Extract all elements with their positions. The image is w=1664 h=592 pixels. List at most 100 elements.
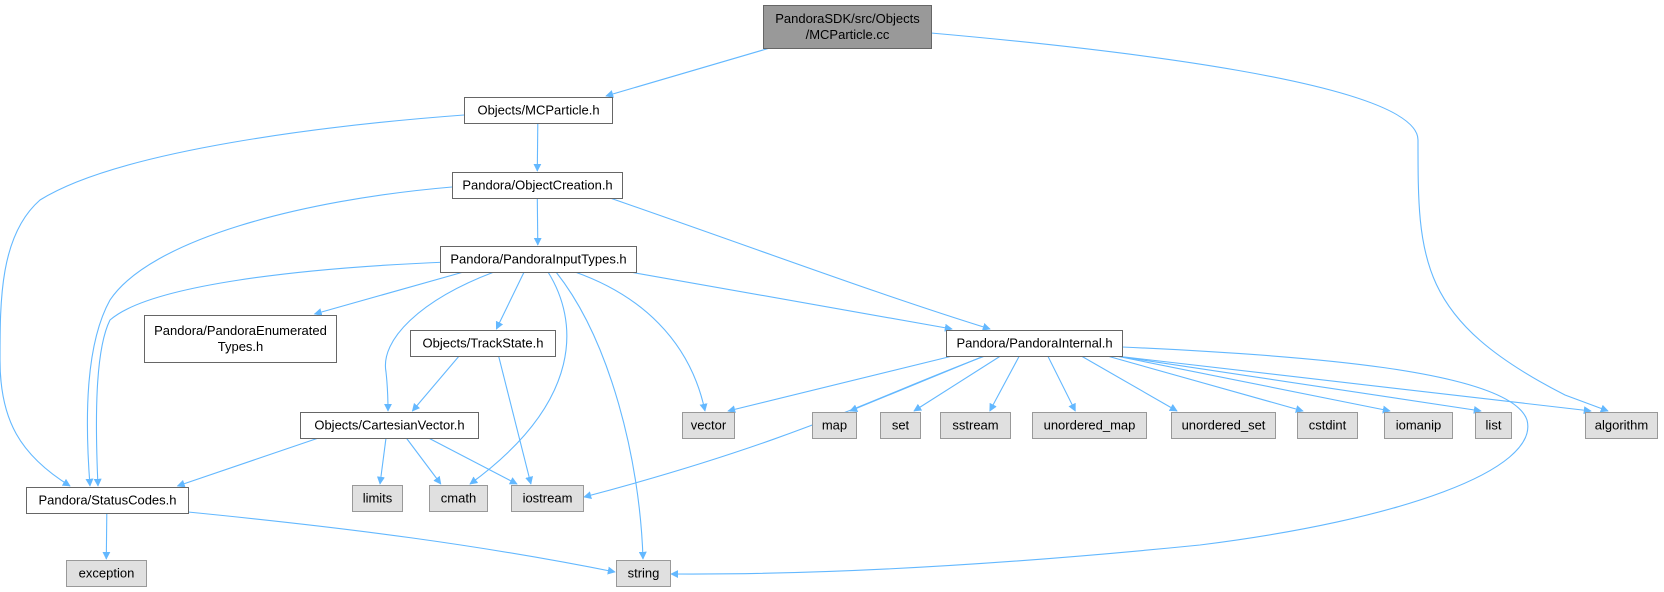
node-box: [682, 412, 735, 439]
node-box: [812, 412, 857, 439]
node-label: exception: [79, 566, 135, 581]
node-iostream[interactable]: iostream: [511, 485, 584, 512]
node-cmath[interactable]: cmath: [429, 485, 488, 512]
node-trackstate[interactable]: Objects/TrackState.h: [410, 330, 556, 357]
edge-inputtypes-to-enumtypes: [313, 271, 464, 316]
edge-cartesian-to-statuscodes: [176, 437, 319, 488]
node-cstdint[interactable]: cstdint: [1297, 412, 1358, 439]
node-mcparticle[interactable]: Objects/MCParticle.h: [464, 97, 613, 124]
node-objcreation[interactable]: Pandora/ObjectCreation.h: [452, 172, 623, 199]
node-box: [300, 412, 479, 439]
edge-internal-to-unordered_set: [1081, 355, 1178, 412]
edge-inputtypes-to-cartesian: [383, 271, 495, 412]
node-label: vector: [691, 418, 727, 433]
node-label: iomanip: [1396, 418, 1442, 433]
node-box: [410, 330, 556, 357]
node-inputtypes[interactable]: Pandora/PandoraInputTypes.h: [440, 246, 637, 273]
node-box: [1297, 412, 1358, 439]
edge-internal-to-vector: [727, 355, 953, 414]
node-label: algorithm: [1595, 418, 1648, 433]
node-root: PandoraSDK/src/Objects/MCParticle.cc: [763, 5, 932, 49]
node-box: [511, 485, 584, 512]
node-exception[interactable]: exception: [66, 560, 147, 587]
node-label: Pandora/PandoraInternal.h: [956, 336, 1112, 351]
node-box: [940, 412, 1011, 439]
node-list[interactable]: list: [1475, 412, 1512, 439]
node-label: unordered_set: [1182, 418, 1266, 433]
node-set[interactable]: set: [880, 412, 921, 439]
node-unordered-map[interactable]: unordered_map: [1032, 412, 1147, 439]
node-box: [1171, 412, 1276, 439]
edge-cartesian-to-cmath: [405, 437, 442, 485]
node-limits[interactable]: limits: [352, 485, 403, 512]
node-iomanip[interactable]: iomanip: [1384, 412, 1453, 439]
edge-root-to-mcparticle: [605, 47, 770, 98]
edge-trackstate-to-iostream: [498, 355, 534, 485]
node-label: Pandora/PandoraInputTypes.h: [450, 252, 626, 267]
node-label: string: [628, 566, 660, 581]
edge-internal-to-unordered_map: [1047, 355, 1076, 412]
edge-objcreation-to-internal: [609, 197, 991, 331]
node-sstream[interactable]: sstream: [940, 412, 1011, 439]
node-label: set: [892, 418, 910, 433]
edge-statuscodes-to-exception: [102, 512, 111, 560]
edge-inputtypes-to-internal: [629, 271, 953, 332]
node-label: Objects/TrackState.h: [423, 336, 544, 351]
edge-mcparticle-to-statuscodes: [0, 114, 465, 487]
node-box: [1032, 412, 1147, 439]
node-label: limits: [363, 491, 393, 506]
edge-statuscodes-to-string: [187, 511, 616, 575]
node-label: unordered_map: [1044, 418, 1136, 433]
node-label: map: [822, 418, 847, 433]
edge-inputtypes-to-string: [555, 271, 647, 560]
edge-internal-to-set: [913, 355, 1001, 412]
node-box: [763, 5, 932, 49]
node-box: [440, 246, 637, 273]
node-string[interactable]: string: [616, 560, 671, 587]
node-box: [1384, 412, 1453, 439]
edge-internal-to-iostream: [583, 355, 986, 500]
node-label: PandoraSDK/src/Objects: [775, 11, 920, 26]
node-label: Objects/MCParticle.h: [477, 103, 599, 118]
edge-objcreation-to-statuscodes: [85, 186, 453, 487]
node-unordered-set[interactable]: unordered_set: [1171, 412, 1276, 439]
node-box: [144, 315, 337, 363]
node-box: [1475, 412, 1512, 439]
node-box: [352, 485, 403, 512]
edge-inputtypes-to-statuscodes: [93, 261, 449, 487]
edges-layer: [0, 32, 1609, 579]
node-algorithm[interactable]: algorithm: [1585, 412, 1658, 439]
edge-internal-to-algorithm: [1115, 355, 1592, 415]
node-label: Objects/CartesianVector.h: [314, 418, 464, 433]
node-box: [429, 485, 488, 512]
node-label: list: [1486, 418, 1502, 433]
node-internal[interactable]: Pandora/PandoraInternal.h: [946, 330, 1123, 357]
node-label: /MCParticle.cc: [806, 27, 890, 42]
edge-cartesian-to-limits: [376, 437, 387, 485]
node-cartesian[interactable]: Objects/CartesianVector.h: [300, 412, 479, 439]
node-box: [946, 330, 1123, 357]
node-box: [880, 412, 921, 439]
edge-cartesian-to-iostream: [428, 437, 518, 485]
nodes-layer: PandoraSDK/src/Objects/MCParticle.ccObje…: [26, 5, 1658, 587]
edge-internal-to-cstdint: [1107, 355, 1304, 413]
node-label: sstream: [952, 418, 998, 433]
node-box: [464, 97, 613, 124]
edge-root-to-algorithm: [930, 32, 1609, 413]
node-label: Pandora/PandoraEnumerated: [154, 323, 327, 338]
node-statuscodes[interactable]: Pandora/StatusCodes.h: [26, 487, 189, 514]
edge-objcreation-to-inputtypes: [533, 197, 542, 246]
node-label: Pandora/ObjectCreation.h: [462, 178, 612, 193]
node-vector[interactable]: vector: [682, 412, 735, 439]
node-label: iostream: [523, 491, 573, 506]
node-label: cmath: [441, 491, 476, 506]
edge-internal-to-list: [1115, 355, 1482, 414]
node-box: [452, 172, 623, 199]
node-label: cstdint: [1309, 418, 1347, 433]
edge-mcparticle-to-objcreation: [533, 122, 542, 172]
node-label: Types.h: [218, 339, 264, 354]
node-map[interactable]: map: [812, 412, 857, 439]
node-box: [1585, 412, 1658, 439]
